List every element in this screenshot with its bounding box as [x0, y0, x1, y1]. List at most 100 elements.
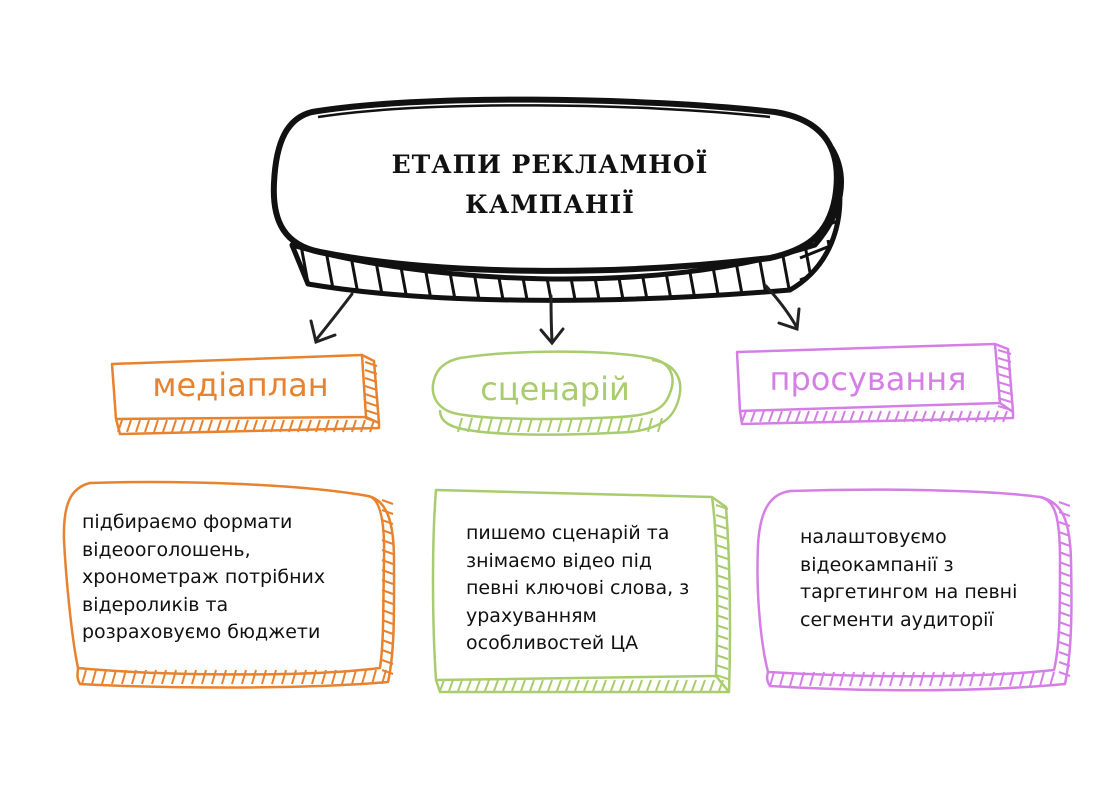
hatch-stroke	[1058, 651, 1071, 657]
description-box-mediaplan	[62, 480, 396, 689]
stage-label-box-scenario	[431, 350, 682, 436]
hatch-stroke	[777, 410, 783, 423]
hatch-stroke	[583, 679, 589, 692]
hatch-stroke	[597, 417, 603, 433]
hatch-stroke	[181, 669, 187, 685]
hatch-stroke	[619, 679, 625, 692]
hatch-stroke	[1058, 611, 1071, 617]
description-line: хронометраж потрібних	[82, 566, 326, 588]
description-line: відеооголошень,	[82, 538, 251, 561]
hatch-stroke	[840, 410, 846, 423]
hatch-stroke	[715, 594, 729, 600]
hatch-stroke	[997, 349, 1012, 355]
hatch-stroke	[997, 397, 1012, 403]
hatch-stroke	[885, 410, 891, 423]
hatch-stroke	[207, 419, 213, 433]
hatch-stroke	[1019, 671, 1025, 687]
stage-label-mediaplan: медіаплан	[152, 366, 329, 404]
description-line: відероликів та	[82, 593, 229, 616]
hatch-stroke	[171, 669, 177, 685]
hatch-stroke	[715, 524, 729, 530]
hatch-stroke	[565, 679, 571, 692]
hatch-stroke	[715, 654, 729, 660]
hatch-stroke	[261, 669, 267, 685]
hatch-stroke	[211, 669, 217, 685]
hatch-stroke	[333, 419, 339, 433]
hatch-stroke	[1058, 641, 1071, 647]
hatch-stroke	[117, 419, 123, 433]
hatch-stroke	[715, 614, 729, 620]
hatch-stroke	[381, 619, 394, 625]
hatch-stroke	[929, 671, 935, 687]
hatch-stroke	[610, 679, 616, 692]
hatch-stroke	[448, 679, 454, 692]
hatch-stroke	[171, 419, 177, 433]
hatch-stroke	[592, 679, 598, 692]
hatch-stroke	[216, 419, 222, 433]
hatch-stroke	[234, 419, 240, 433]
hatch-stroke	[279, 419, 285, 433]
stage-label-box-promotion	[735, 342, 1015, 426]
hatch-stroke	[371, 669, 377, 685]
hatch-stroke	[804, 410, 810, 423]
description-line: певні ключові слова, з	[466, 577, 690, 599]
description-text-promotion: налаштовуємо відеокампанії з таргетингом…	[800, 524, 1017, 634]
hatch-stroke	[709, 679, 715, 692]
hatch-stroke	[1029, 671, 1035, 687]
hatch-stroke	[324, 419, 330, 433]
hatch-stroke	[1002, 410, 1008, 423]
hatch-stroke	[779, 671, 785, 687]
hatch-stroke	[364, 401, 378, 407]
stage-label-promotion: просування	[769, 360, 967, 398]
hatch-stroke	[1058, 631, 1071, 637]
hatch-stroke	[1058, 541, 1071, 547]
hatch-stroke	[799, 236, 842, 260]
hatch-stroke	[381, 599, 394, 605]
hatch-stroke	[715, 634, 729, 640]
hatch-stroke	[1058, 551, 1071, 557]
hatch-stroke	[919, 671, 925, 687]
hatch-stroke	[121, 669, 127, 685]
hatch-stroke	[700, 679, 706, 692]
hatch-stroke	[587, 417, 593, 433]
hatch-stroke	[484, 679, 490, 692]
hatch-stroke	[189, 419, 195, 433]
hatch-stroke	[497, 417, 503, 433]
hatch-stroke	[381, 659, 394, 665]
hatch-stroke	[538, 679, 544, 692]
hatch-stroke	[1058, 531, 1071, 537]
hatch-stroke	[822, 410, 828, 423]
hatch-stroke	[997, 373, 1012, 379]
hatch-stroke	[997, 405, 1012, 411]
description-line: пишемо сценарій та	[466, 522, 670, 544]
hatch-stroke	[984, 410, 990, 423]
hatch-stroke	[466, 679, 472, 692]
hatch-stroke	[969, 671, 975, 687]
hatch-stroke	[529, 679, 535, 692]
hatch-stroke	[1039, 671, 1045, 687]
hatch-stroke	[715, 554, 729, 560]
hatch-stroke	[556, 679, 562, 692]
description-line: сегменти аудиторії	[800, 608, 994, 631]
hatch-stroke	[467, 417, 473, 433]
hatch-stroke	[715, 674, 729, 680]
hatch-stroke	[162, 419, 168, 433]
description-text-scenario: пишемо сценарій та знімаємо відео під пе…	[466, 520, 689, 658]
hatch-stroke	[381, 639, 394, 645]
hatch-stroke	[718, 679, 724, 692]
hatch-stroke	[381, 509, 394, 515]
hatch-stroke	[126, 419, 132, 433]
hatch-stroke	[789, 671, 795, 687]
hatch-stroke	[715, 514, 729, 520]
hatch-stroke	[889, 671, 895, 687]
hatch-stroke	[627, 417, 633, 433]
hatch-stroke	[715, 504, 729, 510]
hatch-stroke	[517, 417, 523, 433]
hatch-stroke	[1058, 661, 1071, 667]
hatch-stroke	[439, 679, 445, 692]
hatch-stroke	[657, 417, 663, 433]
hatch-stroke	[507, 417, 513, 433]
hatch-stroke	[959, 671, 965, 687]
hatch-stroke	[261, 419, 267, 433]
hatch-stroke	[364, 393, 378, 399]
